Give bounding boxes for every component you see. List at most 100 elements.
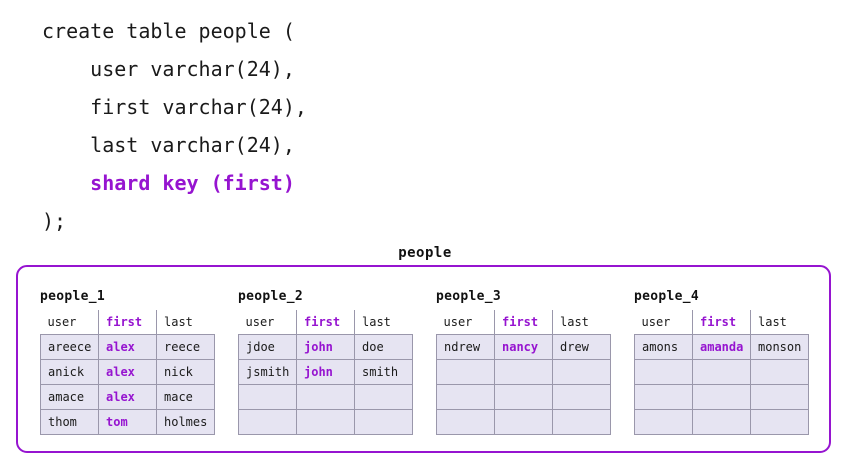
- shard-table: user first last ndrew nancy drew: [436, 310, 611, 435]
- code-line-3: last varchar(24),: [42, 133, 295, 157]
- cell-user: [436, 359, 495, 385]
- shard-title: people_1: [40, 289, 106, 304]
- table-row: [436, 359, 611, 385]
- table-row: [238, 384, 413, 410]
- shard-title: people_2: [238, 289, 304, 304]
- cell-user: anick: [40, 359, 99, 385]
- table-row: areece alex reece: [40, 334, 215, 360]
- column-header-last: last: [552, 310, 611, 335]
- cell-first: tom: [98, 409, 157, 435]
- code-line-0: create table people (: [42, 19, 295, 43]
- column-header-user: user: [238, 310, 297, 335]
- table-header-row: user first last: [634, 310, 809, 335]
- cell-first: [494, 409, 553, 435]
- cell-user: [634, 384, 693, 410]
- table-row: jdoe john doe: [238, 334, 413, 360]
- cell-first: [494, 359, 553, 385]
- cell-user: ndrew: [436, 334, 495, 360]
- cell-first: [494, 384, 553, 410]
- cell-last: doe: [354, 334, 413, 360]
- cell-last: nick: [156, 359, 215, 385]
- code-line-1: user varchar(24),: [42, 57, 295, 81]
- cell-user: areece: [40, 334, 99, 360]
- shard-title: people_4: [634, 289, 700, 304]
- cell-first: [692, 384, 751, 410]
- cell-first: alex: [98, 384, 157, 410]
- cell-user: [238, 384, 297, 410]
- table-row: anick alex nick: [40, 359, 215, 385]
- cell-first: [692, 359, 751, 385]
- table-row: [238, 409, 413, 435]
- code-line-shard-key: shard key (first): [42, 171, 295, 195]
- cell-first: alex: [98, 359, 157, 385]
- cell-user: [436, 384, 495, 410]
- cell-last: mace: [156, 384, 215, 410]
- cell-last: [750, 359, 809, 385]
- table-row: [634, 359, 809, 385]
- table-row: ndrew nancy drew: [436, 334, 611, 360]
- column-header-user: user: [634, 310, 693, 335]
- shard-container: people_1 user first last areece alex ree…: [16, 265, 831, 453]
- column-header-first: first: [494, 310, 553, 335]
- cell-last: holmes: [156, 409, 215, 435]
- code-line-2: first varchar(24),: [42, 95, 307, 119]
- cell-last: [552, 409, 611, 435]
- cell-last: [750, 409, 809, 435]
- cell-first: john: [296, 334, 355, 360]
- cell-first: alex: [98, 334, 157, 360]
- code-line-5: );: [42, 209, 67, 233]
- shard-people-2: people_2 user first last jdoe john doe: [238, 289, 436, 435]
- table-row: [436, 384, 611, 410]
- cell-user: amons: [634, 334, 693, 360]
- shard-table: user first last amons amanda monson: [634, 310, 809, 435]
- column-header-user: user: [436, 310, 495, 335]
- cell-last: monson: [750, 334, 809, 360]
- table-row: [436, 409, 611, 435]
- cell-last: drew: [552, 334, 611, 360]
- table-row: thom tom holmes: [40, 409, 215, 435]
- shard-people-3: people_3 user first last ndrew nancy dre…: [436, 289, 634, 435]
- cell-user: [634, 359, 693, 385]
- shard-table: user first last jdoe john doe jsmith joh…: [238, 310, 413, 435]
- column-header-last: last: [750, 310, 809, 335]
- cell-user: jdoe: [238, 334, 297, 360]
- column-header-first: first: [296, 310, 355, 335]
- shard-people-1: people_1 user first last areece alex ree…: [40, 289, 238, 435]
- table-row: amace alex mace: [40, 384, 215, 410]
- cell-user: amace: [40, 384, 99, 410]
- column-header-user: user: [40, 310, 99, 335]
- cell-first: [296, 384, 355, 410]
- cell-user: [436, 409, 495, 435]
- cell-first: john: [296, 359, 355, 385]
- cell-last: [552, 359, 611, 385]
- table-row: jsmith john smith: [238, 359, 413, 385]
- table-header-row: user first last: [436, 310, 611, 335]
- cell-user: thom: [40, 409, 99, 435]
- cell-last: [354, 384, 413, 410]
- shard-list: people_1 user first last areece alex ree…: [40, 289, 832, 435]
- cell-user: [238, 409, 297, 435]
- cell-first: [296, 409, 355, 435]
- cell-last: reece: [156, 334, 215, 360]
- column-header-first: first: [692, 310, 751, 335]
- cell-last: [750, 384, 809, 410]
- shard-title: people_3: [436, 289, 502, 304]
- cell-last: [552, 384, 611, 410]
- shard-people-4: people_4 user first last amons amanda mo…: [634, 289, 832, 435]
- column-header-last: last: [354, 310, 413, 335]
- cell-user: jsmith: [238, 359, 297, 385]
- cell-user: [634, 409, 693, 435]
- table-row: [634, 409, 809, 435]
- cell-first: [692, 409, 751, 435]
- cell-last: smith: [354, 359, 413, 385]
- shard-table: user first last areece alex reece anick …: [40, 310, 215, 435]
- column-header-last: last: [156, 310, 215, 335]
- table-row: amons amanda monson: [634, 334, 809, 360]
- table-header-row: user first last: [40, 310, 215, 335]
- cell-last: [354, 409, 413, 435]
- diagram-title: people: [398, 245, 452, 261]
- cell-first: nancy: [494, 334, 553, 360]
- column-header-first: first: [98, 310, 157, 335]
- table-row: [634, 384, 809, 410]
- table-header-row: user first last: [238, 310, 413, 335]
